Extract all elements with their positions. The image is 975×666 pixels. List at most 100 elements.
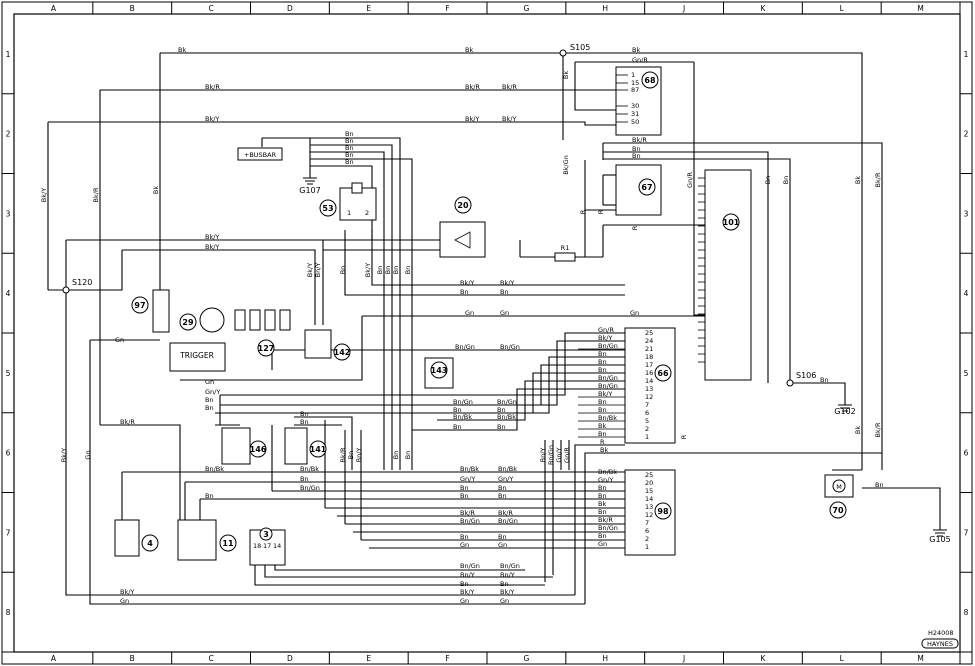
pin-label: 50 — [631, 118, 639, 126]
component-3: 3 18 17 14 — [249, 527, 286, 566]
svg-text:20: 20 — [457, 201, 469, 210]
grid-col-label: D — [287, 4, 293, 13]
component-53: 53 1 2 — [319, 182, 377, 221]
svg-text:2: 2 — [365, 209, 369, 217]
component-4: 4 — [114, 519, 159, 557]
svg-text:146: 146 — [250, 445, 267, 454]
grid-col-label: E — [366, 4, 371, 13]
wire-color-label: Bk/Y — [60, 448, 68, 462]
wire-color-label: R — [579, 209, 587, 214]
pin-label: 14 — [645, 377, 653, 385]
grid-col-label: L — [840, 4, 845, 13]
wire-color-label: Bn/Y — [314, 263, 322, 278]
wire-color-label: Bn/Gn — [500, 562, 520, 570]
wire-color-label: Bk/Y — [364, 263, 372, 277]
wire-color-label: Bn — [460, 533, 469, 541]
ground-g105: G105 — [929, 525, 951, 544]
pin-label: 24 — [645, 337, 653, 345]
wire-color-label: Bn — [598, 532, 607, 540]
svg-text:S120: S120 — [72, 278, 92, 287]
wire-color-label: Bn — [782, 176, 790, 185]
wire-color-label: Bk/R — [120, 418, 135, 426]
wire-color-label: R — [680, 434, 688, 439]
svg-text:S106: S106 — [796, 371, 816, 380]
wire-color-label: R — [600, 438, 605, 446]
svg-text:70: 70 — [832, 506, 844, 515]
svg-text:66: 66 — [657, 369, 669, 378]
svg-text:97: 97 — [134, 301, 145, 310]
wire-color-label: Bk — [598, 422, 606, 430]
grid-row-label: 6 — [964, 449, 969, 458]
pin-label: 13 — [645, 385, 653, 393]
svg-text:14: 14 — [273, 542, 281, 550]
grid-row-label: 3 — [6, 209, 11, 218]
grid-col-label: M — [917, 654, 923, 663]
pin-label: 21 — [645, 345, 653, 353]
wire-color-label: Bn — [345, 137, 354, 145]
wire-color-label: Bn — [345, 130, 354, 138]
component-67: 67 — [615, 164, 662, 216]
grid-col-label: K — [760, 654, 766, 663]
wire-color-label: Bk/Y — [598, 334, 612, 342]
wire-color-label: Bk — [465, 46, 473, 54]
wire-color-label: Bn/Bk — [497, 413, 516, 421]
wire-color-label: Bk/Y — [306, 263, 314, 277]
splice-s106: S106 — [786, 371, 816, 387]
grid-col-label: G — [524, 4, 530, 13]
grid-col-label: C — [208, 4, 213, 13]
wire-color-label: Bn/Gn — [598, 374, 618, 382]
wire-color-label: Gn/Y — [498, 475, 513, 483]
grid-col-label: L — [840, 654, 845, 663]
wire-color-label: Bn — [453, 406, 462, 414]
wire-color-label: Bn — [500, 580, 509, 588]
wire-color-label: Gn/Y — [598, 476, 613, 484]
svg-text:29: 29 — [182, 318, 194, 327]
pin-label: 12 — [645, 393, 653, 401]
component-66: 66 25Gn/R24Bk/Y21Bn/Gn18Bn17Bn16Bn14Bn/G… — [598, 326, 676, 444]
wire-color-label: Bk/R — [874, 172, 882, 187]
wire-color-label: Bn/Gn — [500, 343, 520, 351]
wire-color-label: Gn — [115, 336, 124, 344]
pin-label: 12 — [645, 511, 653, 519]
wire-color-label: Gn/R — [686, 172, 694, 188]
wire-color-label: Bn — [460, 580, 469, 588]
component-20: 20 — [439, 196, 486, 258]
svg-text:M: M — [836, 483, 842, 491]
busbar-label: +BUSBAR — [237, 147, 283, 161]
wire-color-label: Bk/R — [874, 422, 882, 437]
wire-color-label: Bn — [460, 288, 469, 296]
grid-col-label: D — [287, 654, 293, 663]
wire-color-label: Bn — [300, 410, 309, 418]
wire-color-label: Bn — [460, 484, 469, 492]
wire-color-label: Bk — [598, 500, 606, 508]
pin-label: 17 — [645, 361, 653, 369]
component-11: 11 — [177, 519, 237, 561]
wire-color-label: Bk/R — [205, 83, 220, 91]
svg-text:142: 142 — [334, 348, 351, 357]
grid-row-label: 7 — [6, 528, 11, 537]
wire-color-label: Bk/Y — [120, 588, 134, 596]
wire-color-label: Bk — [178, 46, 186, 54]
wire-color-label: Bn — [300, 418, 309, 426]
pin-label: 1 — [631, 71, 635, 79]
wire-color-label: Bn/Gn — [497, 398, 517, 406]
component-98: 98 25Bn/Bk20Gn/Y15Bn14Bn13Bk12Bn7Bk/R6Bn… — [598, 468, 676, 556]
wire-color-label: Bn — [632, 152, 641, 160]
grid-row-label: 6 — [6, 449, 11, 458]
svg-text:67: 67 — [641, 183, 652, 192]
wire-color-label: Bn/Gn — [453, 398, 473, 406]
wire-color-label: Bk/Y — [460, 588, 474, 596]
grid-col-label: K — [760, 4, 766, 13]
wire-color-label: Bn/Bk — [205, 465, 224, 473]
svg-text:18: 18 — [253, 542, 261, 550]
wire-color-label: Bn/Gn — [598, 524, 618, 532]
wire-color-label: Bn/Gn — [498, 517, 518, 525]
wire-color-label: Bn — [498, 533, 507, 541]
wire-color-label: Bn/Gn — [460, 562, 480, 570]
wire-color-label: Bn — [598, 350, 607, 358]
svg-text:+BUSBAR: +BUSBAR — [244, 151, 277, 159]
wire-color-label: Gn/R — [632, 56, 648, 64]
